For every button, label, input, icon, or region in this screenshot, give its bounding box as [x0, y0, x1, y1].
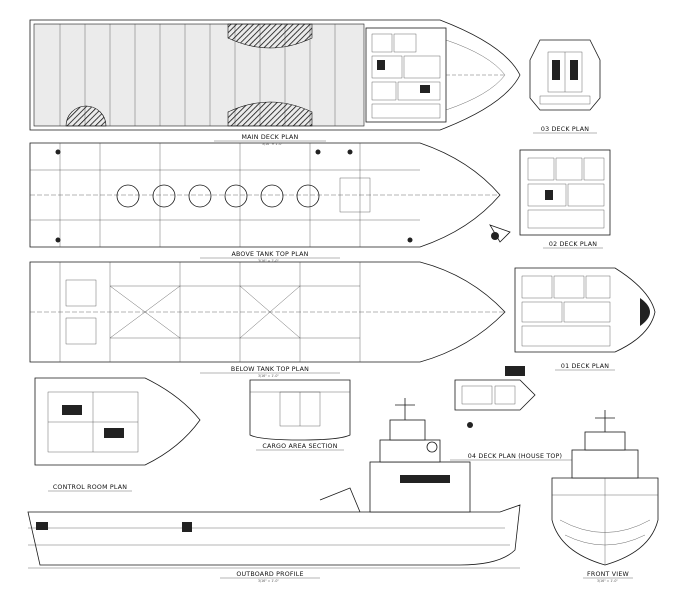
deck-03-plan-label: 03 DECK PLAN	[541, 126, 589, 133]
outboard-profile-label: OUTBOARD PROFILE	[236, 571, 303, 578]
above-tank-top-plan: ABOVE TANK TOP PLAN	[29, 142, 501, 259]
deck-02-plan-label: 02 DECK PLAN	[549, 241, 597, 248]
outboard-profile: OUTBOARD PROFILE	[27, 398, 521, 579]
main-deck-plan: MAIN DECK PLAN	[29, 19, 521, 142]
deck-03-plan: 03 DECK PLAN	[529, 39, 601, 134]
above-tank-top-plan-label: ABOVE TANK TOP PLAN	[231, 251, 308, 258]
front-view-label: FRONT VIEW	[587, 571, 629, 578]
deck-01-plan: 01 DECK PLAN	[514, 267, 656, 371]
below-tank-top-plan-label: BELOW TANK TOP PLAN	[231, 366, 309, 373]
cargo-area-section: CARGO AREA SECTION	[249, 379, 351, 451]
front-view: FRONT VIEW	[551, 410, 659, 579]
scale-note: 3/16" = 1'-0"	[258, 579, 279, 583]
scale-note: 3/16" = 1'-0"	[258, 374, 279, 378]
scale-note: 3/16" = 1'-0"	[258, 259, 279, 263]
control-room-plan-label: CONTROL ROOM PLAN	[53, 484, 127, 491]
below-tank-top-plan: BELOW TANK TOP PLAN	[29, 261, 506, 374]
deck-04-plan-label: 04 DECK PLAN (HOUSE TOP)	[468, 453, 562, 460]
deck-02-plan: 02 DECK PLAN	[489, 149, 611, 249]
control-room-plan: CONTROL ROOM PLAN	[34, 377, 201, 492]
main-deck-plan-label: MAIN DECK PLAN	[242, 134, 299, 141]
cargo-area-section-label: CARGO AREA SECTION	[262, 443, 337, 450]
scale-note: 3/16" = 1'-0"	[597, 579, 618, 583]
scale-note: 3/16" = 1'-0"	[262, 142, 283, 146]
deck-04-plan: 04 DECK PLAN (HOUSE TOP)	[450, 366, 580, 461]
deck-01-plan-label: 01 DECK PLAN	[561, 363, 609, 370]
